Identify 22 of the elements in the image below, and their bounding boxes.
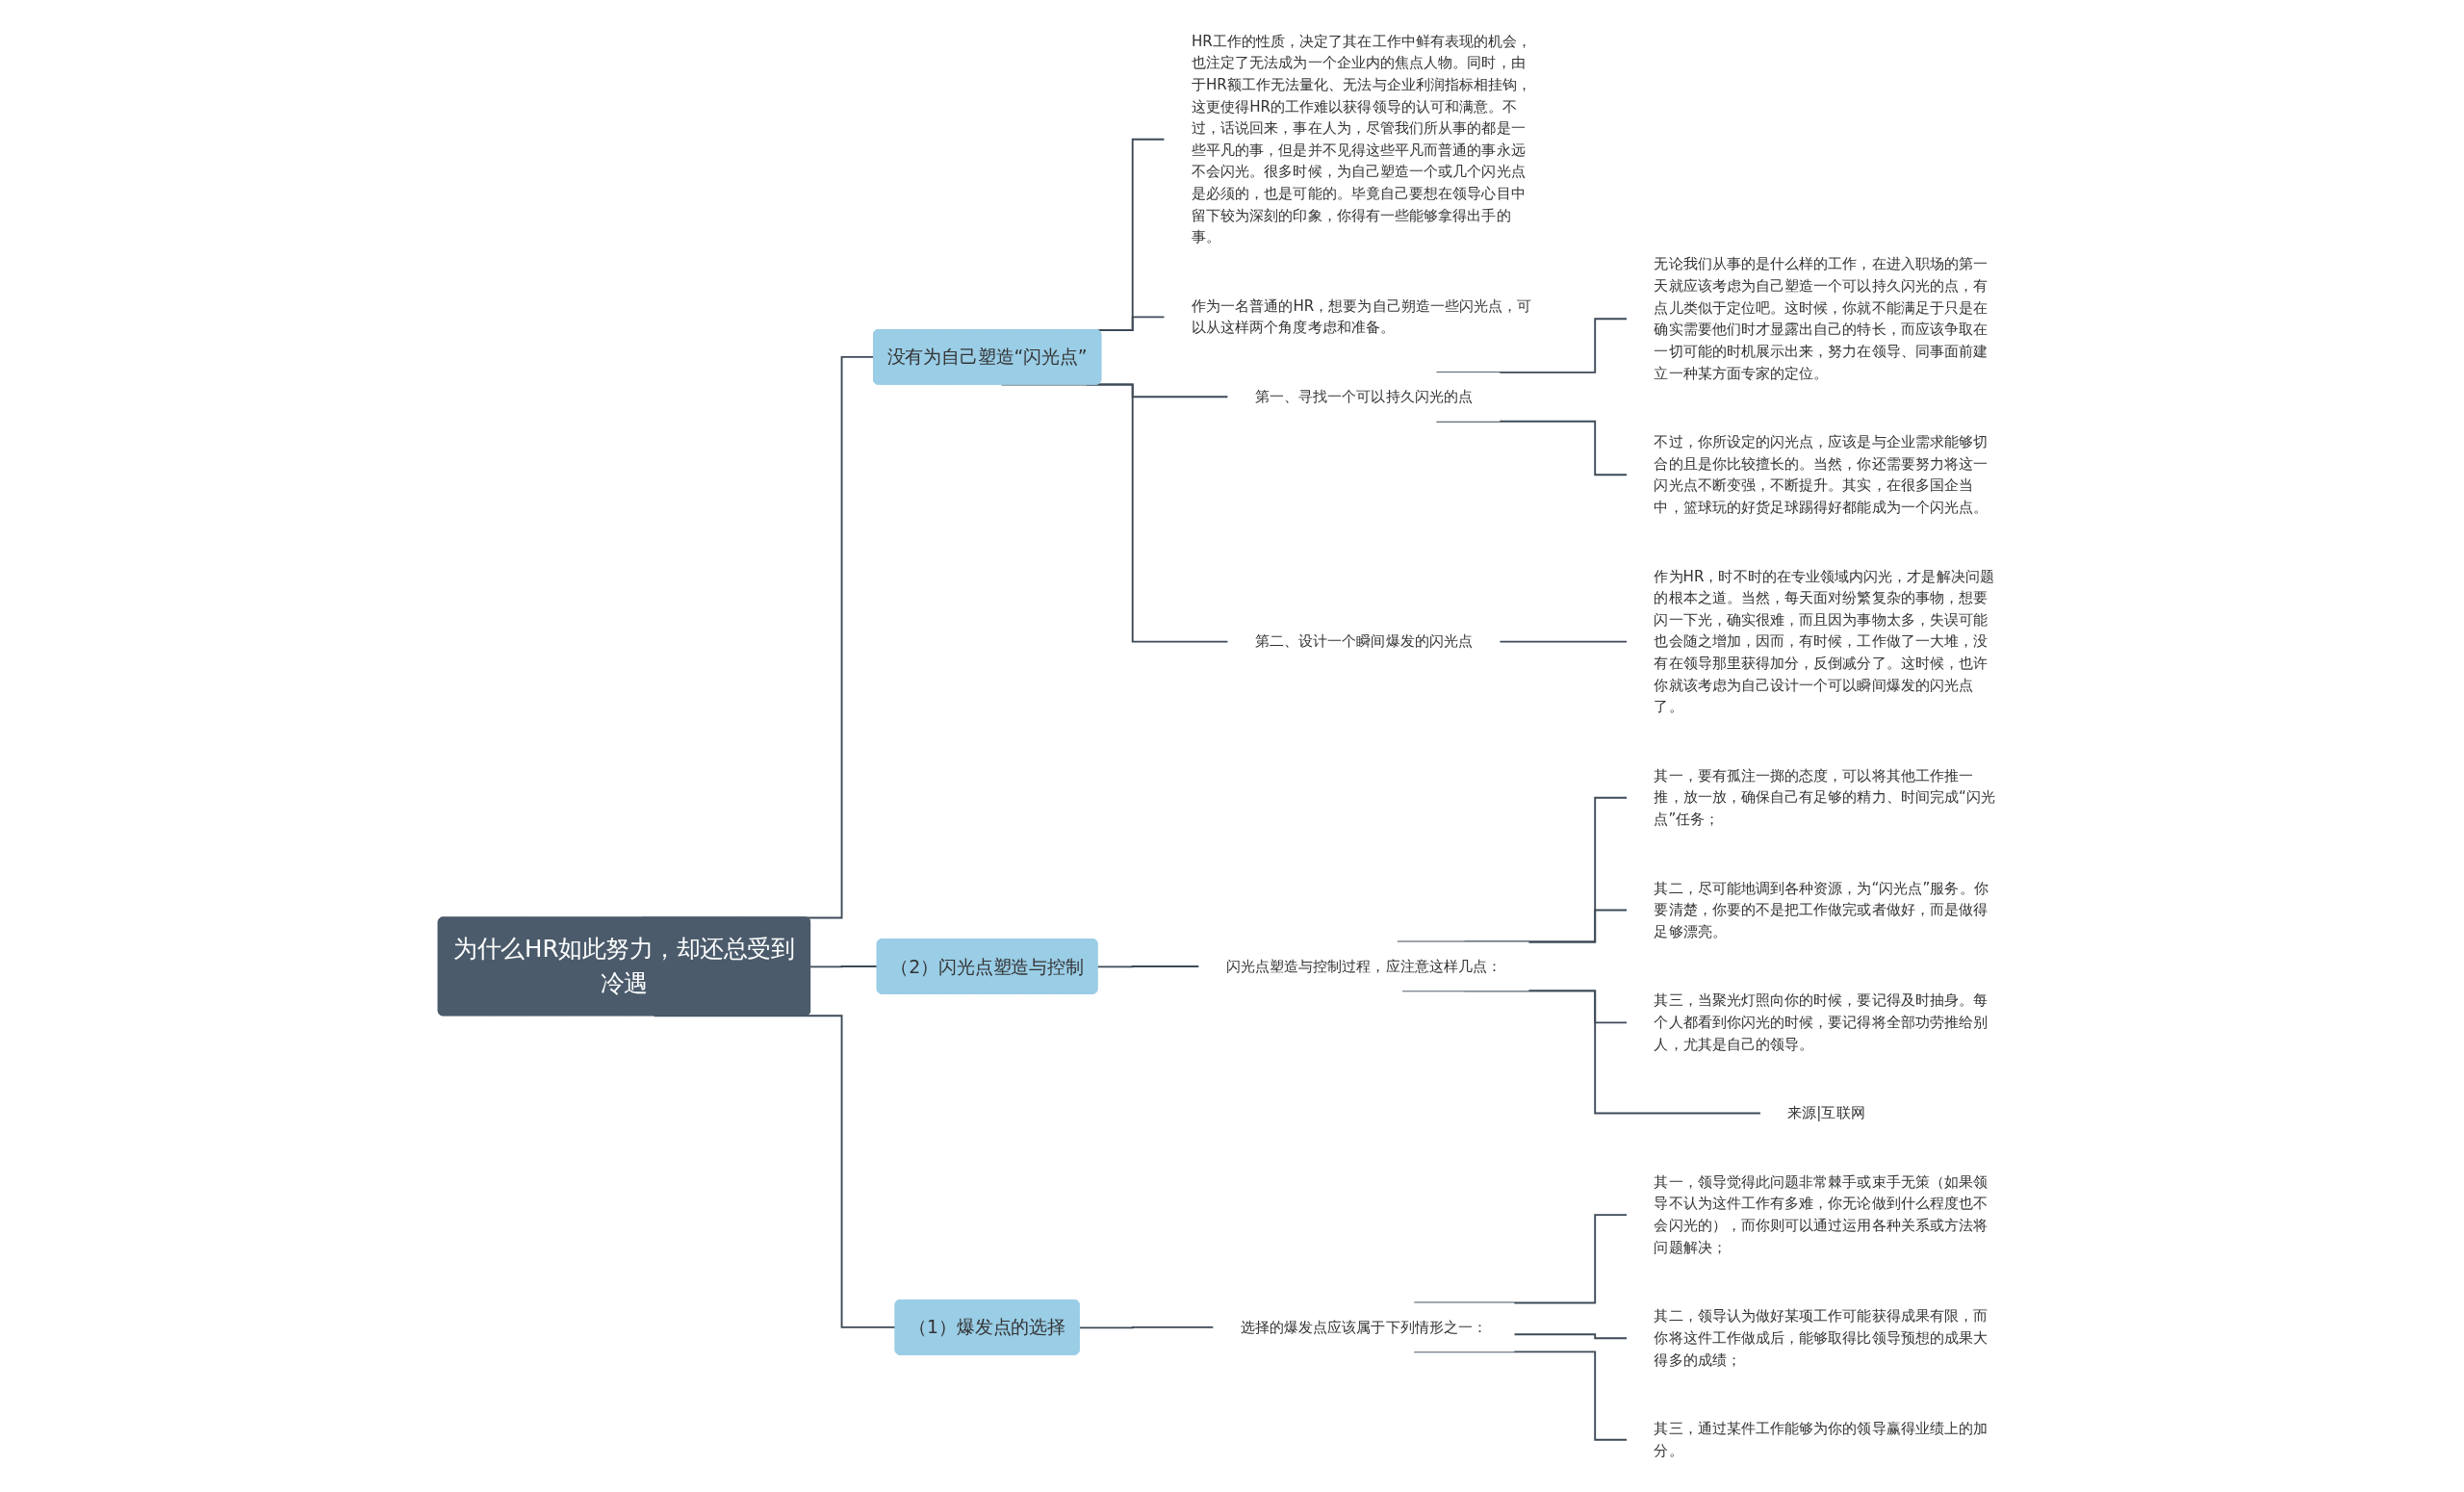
node-text: 不过，你所设定的闪光点，应该是与企业需求能够切合的且是你比较擅长的。当然，你还需要努力将这一闪光点不断变强，不断提升。其实，在很多国企当中，篮球玩的好货足球踢得好都能成为一个闪光点。: [1654, 432, 1989, 516]
node-text: 其三，当聚光灯照向你的时候，要记得及时抽身。每个人都看到你闪光的时候，要记得将全部功劳推给别人，尤其是自己的领导。: [1654, 991, 1989, 1053]
connector: [1413, 1351, 1629, 1441]
node-text: 其三，通过某件工作能够为你的领导赢得业绩上的加分。: [1654, 1419, 1989, 1459]
node-text: 作为HR，时不时的在专业领域内闪光，才是解决问题的根本之道。当然，每天面对纷繁复杂的事物，想要闪一下光，确实很难，而且因为事物太多，失误可能也会随之增加，因而，有时候，工作做了一大堆，没有在领导那里获得加分，反倒减分了。这时候，也许你就该考虑为自己设计一个可以瞬间爆发的闪光点了。: [1654, 567, 1994, 715]
connector: [1078, 1325, 1215, 1329]
node-text: 其一，领导觉得此问题非常棘手或束手无策（如果领导不认为这件工作有多难，你无论做到什么程度也不会闪光的），而你则可以通过运用各种关系或方法将问题解决；: [1654, 1172, 1989, 1256]
connector: [1096, 965, 1200, 968]
node-text: 来源|互联网: [1787, 1104, 1865, 1122]
node-text: 其一，要有孤注一掷的态度，可以将其他工作推一推，放一放，确保自己有足够的精力、时间完成“闪光点”任务；: [1654, 766, 1995, 828]
connector: [1401, 990, 1761, 1115]
node-text: 作为一名普通的HR，想要为自己朔造一些闪光点，可以从这样两个角度考虑和准备。: [1191, 296, 1532, 337]
node-text: 无论我们从事的是什么样的工作，在进入职场的第一天就应该考虑为自己塑造一个可以持久闪光的点，有点儿类似于定位吧。这时候，你就不能满足于只是在确实需要他们时才显露出自己的特长，而应该争取在一切可能的时机展示出来，努力在领导、同事面前建立一种某方面专家的定位。: [1654, 255, 1989, 382]
connector: [1513, 1333, 1629, 1340]
connector: [1499, 640, 1629, 643]
connector: [809, 965, 879, 968]
connector: [653, 1015, 897, 1329]
node-text: 其二，尽可能地调到各种资源，为“闪光点”服务。你要清楚，你要的不是把工作做完或者做好，而是做得足够漂亮。: [1654, 879, 1989, 940]
node-text: 第二、设计一个瞬间爆发的闪光点: [1254, 632, 1474, 651]
connector: [1435, 420, 1629, 476]
node-text: HR工作的性质，决定了其在工作中鲜有表现的机会，也注定了无法成为一个企业内的焦点人物。同时，由于HR额工作无法量化、无法与企业利润指标相挂钩，这更使得HR的工作难以获得领导的认可和满意。不过，话说回来，事在人为，尽管我们所从事的都是一些平凡的事，但是并不见得这些平凡而普通的事永远不会闪光。很多时候，为自己塑造一个或几个闪光点是必须的，也是可能的。毕竟自己要想在领导心目中留下较为深刻的印象，你得有一些能够拿得出手的事。: [1191, 32, 1532, 245]
node-text: 其二，领导认为做好某项工作可能获得成果有限，而你将这件工作做成后，能够取得比领导预想的成果大得多的成绩；: [1654, 1307, 1989, 1369]
